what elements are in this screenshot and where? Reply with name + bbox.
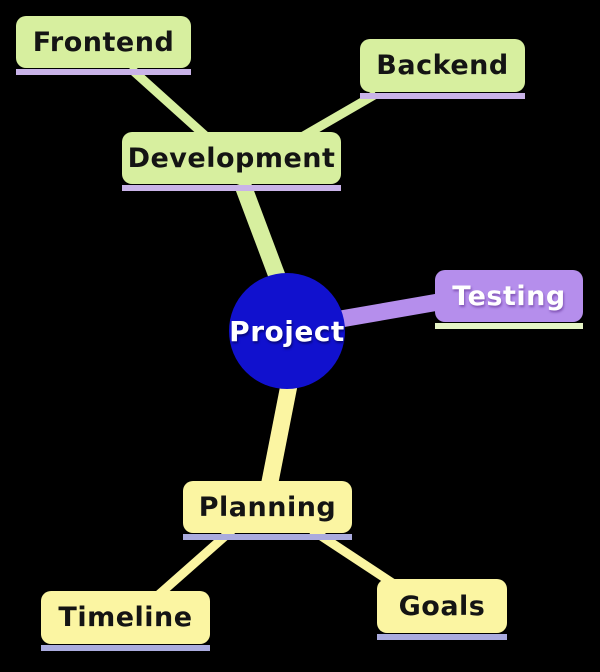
edge-development-frontend xyxy=(126,64,214,144)
node-development[interactable]: Development xyxy=(122,132,341,191)
node-frontend-box: Frontend xyxy=(16,16,191,68)
node-label: Backend xyxy=(376,50,509,81)
node-label: Planning xyxy=(198,491,337,523)
node-frontend[interactable]: Frontend xyxy=(16,16,191,75)
node-planning-underline xyxy=(183,534,352,540)
node-timeline-underline xyxy=(41,645,210,651)
node-label: Frontend xyxy=(32,26,175,58)
node-testing-box: Testing xyxy=(435,270,583,322)
node-label: Development xyxy=(127,142,336,174)
node-timeline-box: Timeline xyxy=(41,591,210,644)
node-goals[interactable]: Goals xyxy=(377,579,507,640)
node-goals-box: Goals xyxy=(377,579,507,633)
node-planning[interactable]: Planning xyxy=(183,481,352,540)
node-label: Testing xyxy=(452,280,566,312)
node-label: Timeline xyxy=(58,602,193,633)
node-testing-underline xyxy=(435,323,583,329)
edge-development-backend xyxy=(297,90,379,142)
node-backend-underline xyxy=(360,93,525,99)
node-development-underline xyxy=(122,185,341,191)
node-project-root[interactable]: Project xyxy=(229,273,345,389)
node-backend-box: Backend xyxy=(360,39,525,92)
node-testing[interactable]: Testing xyxy=(435,270,583,329)
node-backend[interactable]: Backend xyxy=(360,39,525,99)
node-planning-box: Planning xyxy=(183,481,352,533)
node-label: Project xyxy=(229,314,345,348)
node-development-box: Development xyxy=(122,132,341,184)
node-label: Goals xyxy=(398,590,486,622)
node-goals-underline xyxy=(377,634,507,640)
node-timeline[interactable]: Timeline xyxy=(41,591,210,651)
node-frontend-underline xyxy=(16,69,191,75)
edge-project-testing xyxy=(333,291,452,329)
edge-project-planning xyxy=(259,373,300,494)
edge-planning-timeline xyxy=(152,526,235,602)
